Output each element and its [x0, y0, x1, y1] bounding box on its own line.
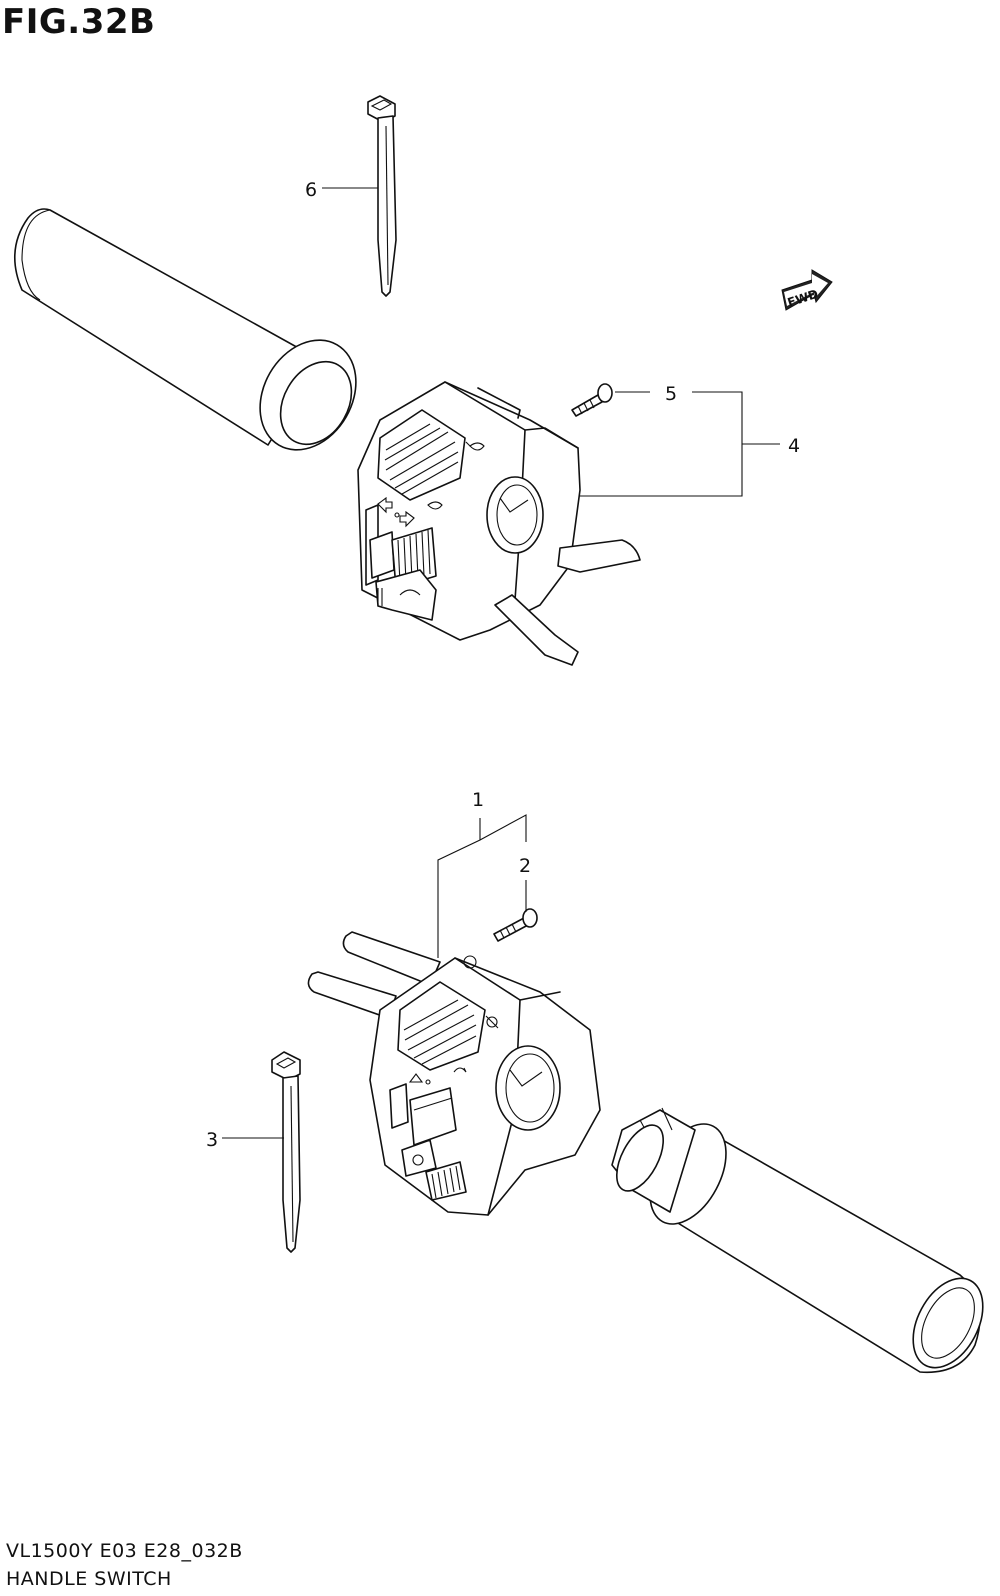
callout-3: 3: [206, 1129, 218, 1151]
figure-title: FIG.32B: [2, 2, 156, 42]
bracket-4: [580, 391, 743, 497]
leader-1: [437, 818, 481, 958]
cable-tie-upper: [367, 95, 397, 297]
callout-5: 5: [665, 383, 677, 405]
screw-upper: [571, 383, 613, 417]
cable-tie-lower: [271, 1051, 301, 1253]
fwd-arrow-badge: FWD: [781, 269, 833, 311]
footer-model-code: VL1500Y E03 E28_032B: [6, 1540, 243, 1562]
callout-4: 4: [788, 435, 800, 457]
callout-6: 6: [305, 179, 317, 201]
footer-section-name: HANDLE SWITCH: [6, 1568, 172, 1590]
handle-switch-left: [357, 381, 641, 666]
throttle-grip: [611, 1107, 984, 1374]
handle-switch-right: [369, 955, 601, 1216]
callout-1: 1: [472, 789, 484, 811]
screw-lower: [493, 908, 538, 942]
grip-upper: [13, 208, 357, 451]
callout-2: 2: [519, 855, 531, 877]
bracket-1: [479, 814, 527, 842]
